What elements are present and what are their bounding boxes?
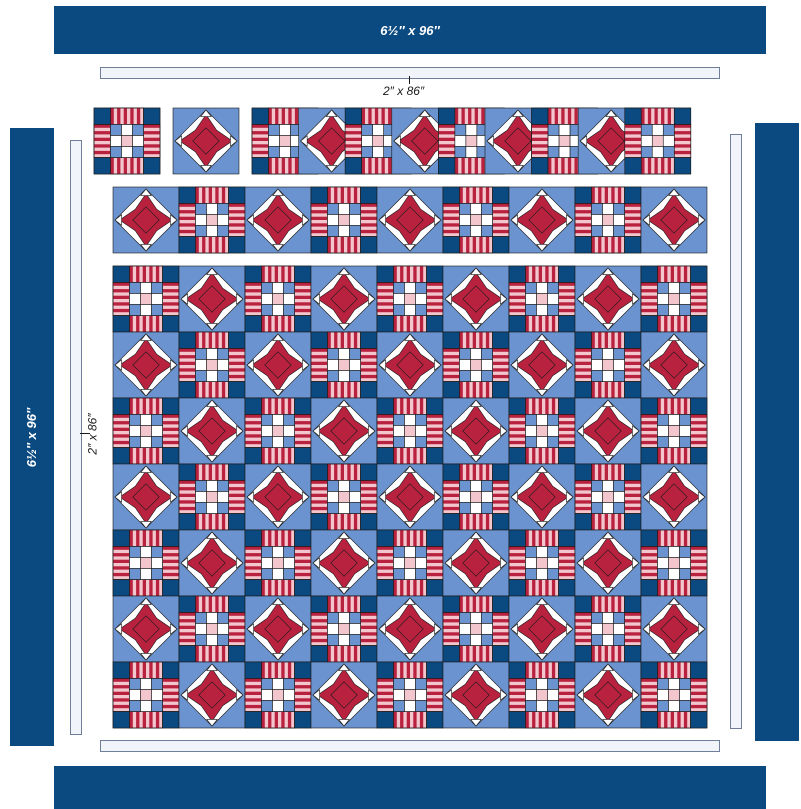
nine-patch-stripe-block (575, 332, 641, 398)
star-block (575, 662, 641, 728)
star-block (575, 530, 641, 596)
nine-patch-stripe-block (179, 464, 245, 530)
star-block (509, 464, 575, 530)
nine-patch-stripe-block (311, 596, 377, 662)
nine-patch-stripe-block (443, 464, 509, 530)
star-block (179, 266, 245, 332)
star-block (113, 596, 179, 662)
nine-patch-stripe-block (179, 187, 245, 253)
star-block (113, 187, 179, 253)
nine-patch-stripe-block (311, 332, 377, 398)
nine-patch-stripe-block (245, 398, 311, 464)
nine-patch-stripe-block (443, 332, 509, 398)
star-block (641, 332, 707, 398)
nine-patch-stripe-block (641, 266, 707, 332)
nine-patch-stripe-block (641, 662, 707, 728)
star-block (641, 464, 707, 530)
star-block (311, 266, 377, 332)
star-block (641, 187, 707, 253)
nine-patch-stripe-block (641, 530, 707, 596)
nine-patch-stripe-block (311, 187, 377, 253)
star-block (443, 266, 509, 332)
nine-patch-stripe-block (575, 464, 641, 530)
nine-patch-stripe-block (575, 596, 641, 662)
nine-patch-stripe-block (377, 662, 443, 728)
star-block (509, 332, 575, 398)
star-block (311, 398, 377, 464)
nine-patch-stripe-block (245, 530, 311, 596)
star-block (245, 187, 311, 253)
star-block (509, 596, 575, 662)
nine-patch-stripe-block (113, 398, 179, 464)
nine-patch-stripe-block (179, 596, 245, 662)
nine-patch-stripe-block (575, 187, 641, 253)
nine-patch-stripe-block (625, 108, 691, 174)
star-block (575, 266, 641, 332)
star-block (113, 464, 179, 530)
nine-patch-stripe-block (311, 464, 377, 530)
nine-patch-stripe-block (113, 266, 179, 332)
nine-patch-stripe-block (509, 266, 575, 332)
star-block (173, 108, 239, 174)
nine-patch-stripe-block (245, 266, 311, 332)
star-block (641, 596, 707, 662)
star-block (179, 662, 245, 728)
nine-patch-stripe-block (94, 108, 160, 174)
nine-patch-stripe-block (641, 398, 707, 464)
nine-patch-stripe-block (113, 662, 179, 728)
nine-patch-stripe-block (179, 332, 245, 398)
nine-patch-stripe-block (509, 662, 575, 728)
star-block (443, 530, 509, 596)
nine-patch-stripe-block (509, 530, 575, 596)
star-block (311, 530, 377, 596)
nine-patch-stripe-block (509, 398, 575, 464)
star-block (179, 398, 245, 464)
nine-patch-stripe-block (443, 596, 509, 662)
star-block (377, 596, 443, 662)
star-block (245, 596, 311, 662)
nine-patch-stripe-block (443, 187, 509, 253)
star-block (377, 187, 443, 253)
star-block (113, 332, 179, 398)
nine-patch-stripe-block (245, 662, 311, 728)
star-block (377, 332, 443, 398)
star-block (179, 530, 245, 596)
star-block (377, 464, 443, 530)
nine-patch-stripe-block (377, 266, 443, 332)
star-block (575, 398, 641, 464)
nine-patch-stripe-block (377, 530, 443, 596)
nine-patch-stripe-block (113, 530, 179, 596)
nine-patch-stripe-block (377, 398, 443, 464)
star-block (245, 332, 311, 398)
star-block (245, 464, 311, 530)
star-block (509, 187, 575, 253)
star-block (443, 398, 509, 464)
star-block (311, 662, 377, 728)
star-block (443, 662, 509, 728)
